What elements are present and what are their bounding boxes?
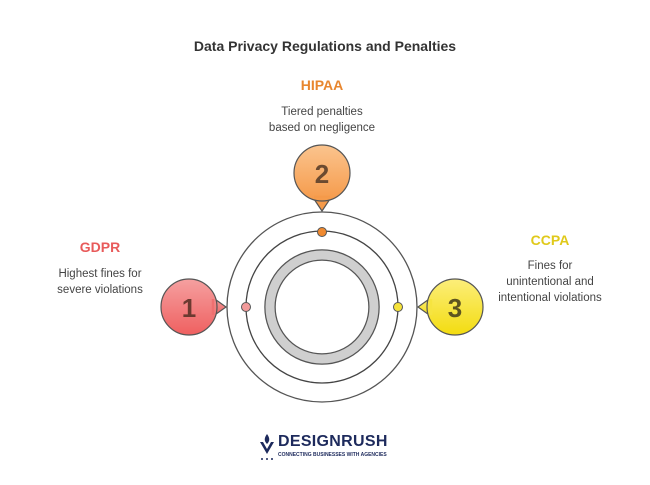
designrush-logo: DESIGNRUSH CONNECTING BUSINESSES WITH AG… [258, 432, 398, 462]
gdpr-dot [241, 302, 251, 312]
desc-line: severe violations [57, 284, 143, 296]
logo-mark-icon [260, 434, 274, 460]
desc-line: Fines for [527, 260, 573, 272]
gdpr-bubble [160, 278, 228, 336]
ccpa-bubble [416, 278, 484, 336]
gdpr-number: 1 [182, 293, 196, 323]
hipaa-description: Tiered penalties based on negligence [250, 104, 394, 136]
hipaa-bubble [293, 144, 351, 213]
desc-line: Highest fines for [58, 268, 142, 280]
desc-line: based on negligence [268, 122, 376, 134]
hipaa-heading: HIPAA [300, 77, 344, 93]
inner-ring [265, 250, 379, 364]
ccpa-heading: CCPA [530, 232, 570, 248]
gdpr-description: Highest fines for severe violations [40, 266, 160, 298]
desc-line: Tiered penalties [281, 106, 363, 118]
gdpr-heading: GDPR [79, 239, 121, 255]
logo-tagline: CONNECTING BUSINESSES WITH AGENCIES [278, 452, 387, 458]
ccpa-dot [393, 302, 403, 312]
desc-line: intentional violations [498, 292, 602, 304]
logo-name: DESIGNRUSH [278, 433, 388, 450]
ccpa-description: Fines for unintentional and intentional … [485, 258, 615, 306]
hipaa-dot [317, 227, 327, 237]
ccpa-number: 3 [448, 293, 462, 323]
hipaa-number: 2 [315, 159, 329, 189]
desc-line: unintentional and [506, 276, 594, 288]
diagram-title: Data Privacy Regulations and Penalties [193, 38, 457, 54]
